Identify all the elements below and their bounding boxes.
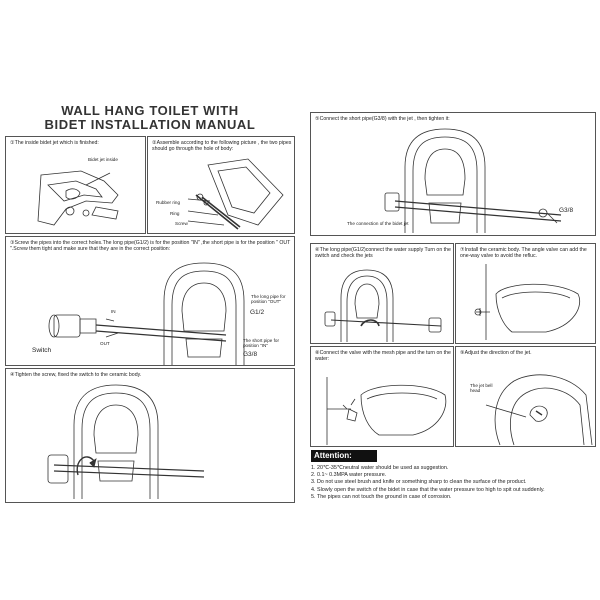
step-3-panel: ③Screw the pipes into the correct holes.…	[5, 236, 295, 366]
jet-connection-illustration	[381, 123, 581, 235]
step-1-text: ①The inside bidet jet which is finished:	[10, 140, 99, 146]
step-2-panel: ②Assemble according to the following pic…	[147, 136, 295, 234]
attention-item: 5. The pipes can not touch the ground in…	[311, 493, 452, 500]
water-supply-illustration	[321, 264, 449, 344]
attention-item: 4. Slowly open the switch of the bidet i…	[311, 486, 545, 493]
attention-item: 1. 20℃-35℃neutral water should be used a…	[311, 465, 449, 471]
manual-title-line2: BIDET INSTALLATION MANUAL	[44, 117, 256, 132]
mesh-pipe-illustration	[321, 369, 449, 447]
assembly-illustration	[188, 155, 293, 233]
step-5-text: ⑤Connect the short pipe(G3/8) with the j…	[315, 116, 450, 122]
step-5-panel: ⑤Connect the short pipe(G3/8) with the j…	[310, 112, 596, 236]
ceramic-body-illustration	[466, 264, 592, 344]
step-3-text: ③Screw the pipes into the correct holes.…	[10, 240, 291, 252]
attention-list: 1. 20℃-35℃neutral water should be used a…	[311, 465, 596, 501]
label-rubber-ring: Rubber ring	[156, 200, 181, 205]
label-out: OUT	[100, 341, 110, 346]
step-8-text: ⑧Connect the valve with the mesh pipe an…	[315, 350, 451, 362]
label-jet-connection: The connection of the bidet jet	[347, 221, 409, 226]
step-6-text: ⑥The long pipe(G1/2)connect the water su…	[315, 247, 451, 259]
step-1-panel: ①The inside bidet jet which is finished:…	[5, 136, 146, 234]
label-bidet-jet-inside: Bidet jet inside	[88, 157, 118, 162]
label-g38: G3/8	[243, 351, 258, 358]
label-ring: Ring	[170, 211, 180, 216]
step-2-text: ②Assemble according to the following pic…	[152, 140, 292, 152]
step-7-text: ⑦Install the ceramic body. The angle val…	[460, 247, 587, 259]
attention-item: 3. Do not use steel brush and knife or s…	[311, 479, 527, 486]
label-in: IN	[111, 309, 116, 314]
step-4-text: ④Tighten the screw, fixed the switch to …	[10, 372, 142, 378]
jet-direction-illustration	[486, 365, 594, 447]
label-g12: G1/2	[250, 309, 265, 316]
attention-heading: Attention:	[311, 450, 377, 462]
step-7-panel: ⑦Install the ceramic body. The angle val…	[455, 243, 596, 344]
label-long-pipe: The long pipe for position "OUT"	[251, 294, 286, 304]
step-6-panel: ⑥The long pipe(G1/2)connect the water su…	[310, 243, 454, 344]
manual-title-line1: WALL HANG TOILET WITH	[61, 103, 239, 118]
step-4-panel: ④Tighten the screw, fixed the switch to …	[5, 368, 295, 503]
label-jet-bell-head: The jet bell head	[470, 383, 493, 393]
bidet-jet-illustration	[26, 163, 131, 231]
step-9-text: ⑨Adjust the direction of the jet.	[460, 350, 532, 356]
step-8-panel: ⑧Connect the valve with the mesh pipe an…	[310, 346, 454, 447]
label-screw: Screw	[175, 221, 188, 226]
label-short-pipe: The short pipe for position "IN"	[243, 338, 280, 348]
attention-item: 2. 0.1~ 0.3MPA water pressure.	[311, 472, 387, 479]
switch-fixing-illustration	[34, 381, 214, 501]
step-9-panel: ⑨Adjust the direction of the jet. The je…	[455, 346, 596, 447]
label-switch: Switch	[32, 347, 52, 354]
label-g38-step5: G3/8	[559, 207, 574, 214]
pipe-connection-illustration	[26, 261, 291, 365]
